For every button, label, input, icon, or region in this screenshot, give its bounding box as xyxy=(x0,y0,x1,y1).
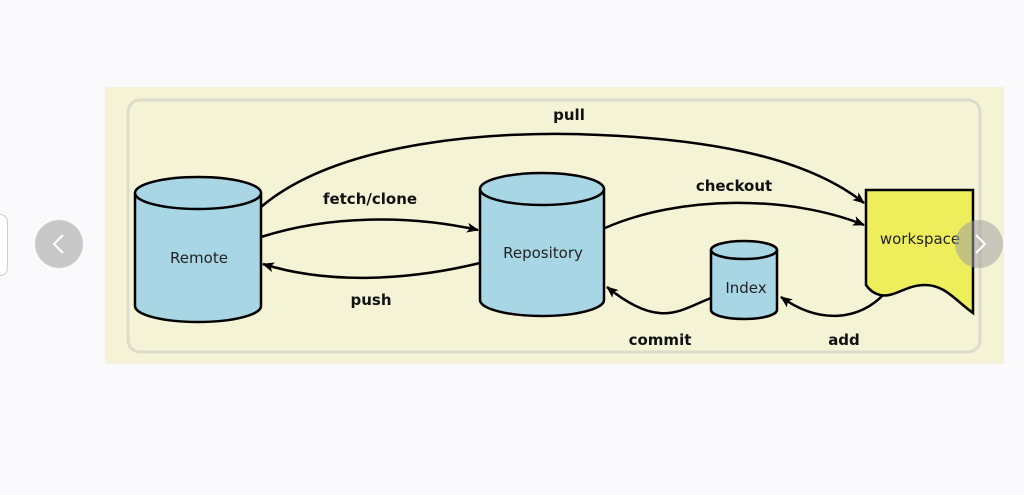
add-label: add xyxy=(828,331,860,349)
push-label: push xyxy=(350,291,391,309)
index-label: Index xyxy=(725,279,766,297)
remote-cylinder: Remote xyxy=(133,175,263,324)
pull-label: pull xyxy=(553,106,585,124)
workspace-document: workspace xyxy=(864,188,975,316)
remote-label: Remote xyxy=(170,249,228,267)
add-arrow xyxy=(780,293,885,317)
commit-label: commit xyxy=(629,331,692,349)
repository-cylinder: Repository xyxy=(478,171,606,318)
index-cylinder: Index xyxy=(709,239,779,321)
pull-arrow xyxy=(260,132,865,208)
workspace-label: workspace xyxy=(880,230,960,248)
fetch-clone-label: fetch/clone xyxy=(323,190,417,208)
checkout-arrow xyxy=(604,201,865,230)
repository-label: Repository xyxy=(503,244,583,262)
previous-slide-button[interactable] xyxy=(35,220,83,268)
chevron-left-icon xyxy=(52,234,64,254)
chevron-right-icon xyxy=(975,234,987,254)
commit-arrow xyxy=(606,286,712,315)
push-arrow xyxy=(262,261,481,280)
fetch-clone-arrow xyxy=(260,218,479,239)
checkout-label: checkout xyxy=(696,177,772,195)
next-slide-button[interactable] xyxy=(955,220,1003,268)
